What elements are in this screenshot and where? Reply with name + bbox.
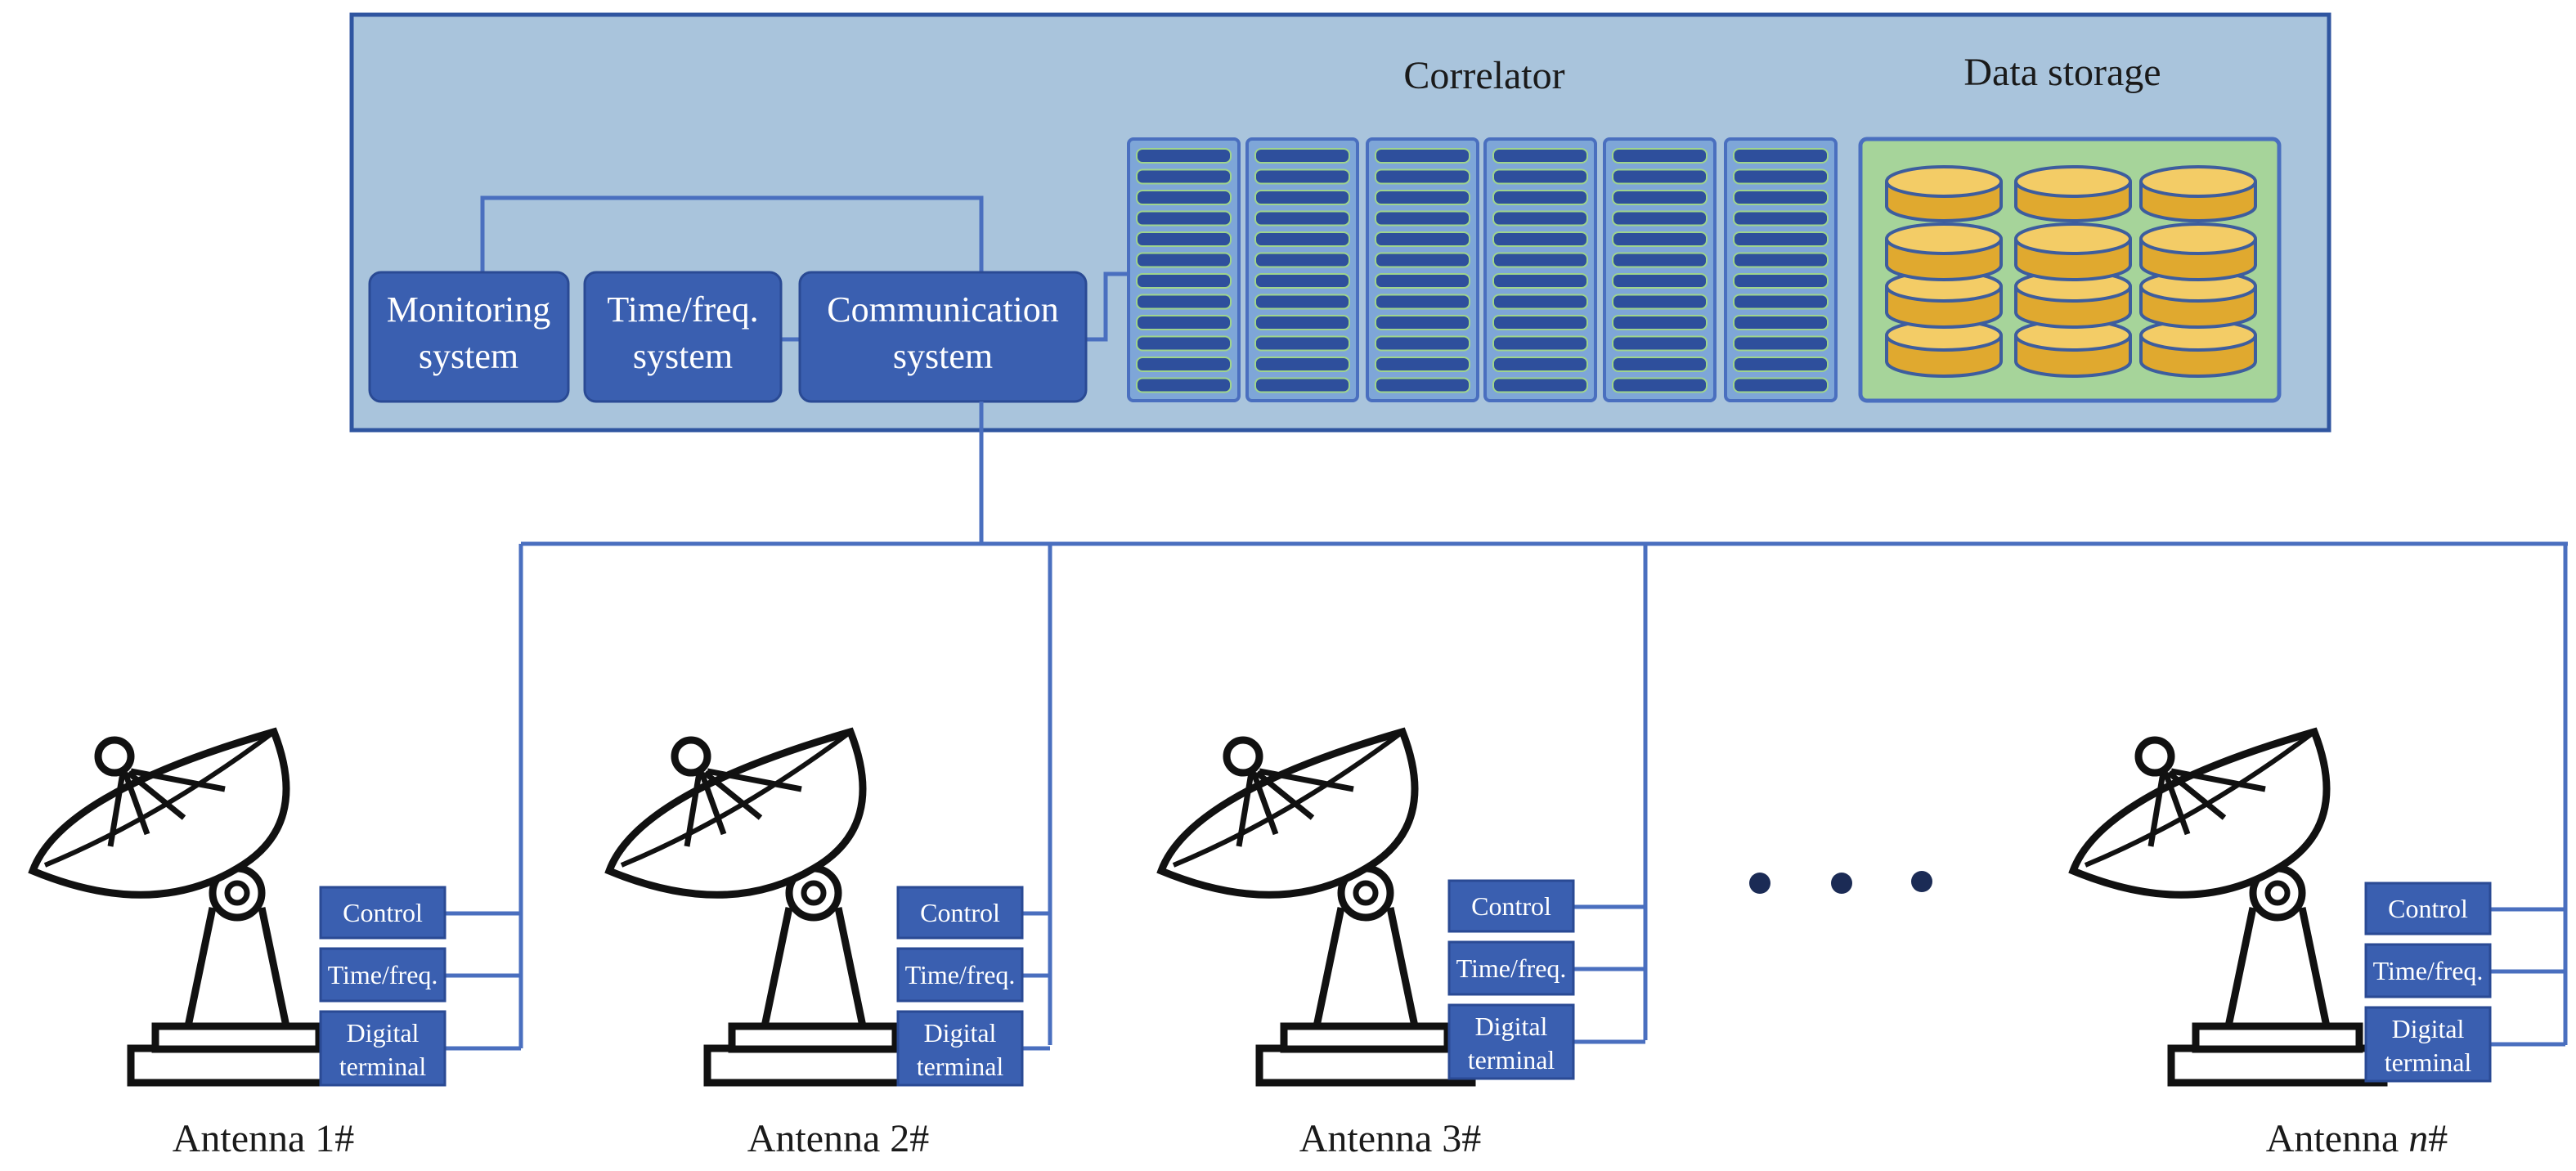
time-freq-module-label: Time/freq. — [2373, 956, 2484, 985]
antenna-label: Antenna 1# — [173, 1117, 355, 1160]
disk-icon — [1885, 222, 2003, 281]
disk-icon — [2014, 222, 2132, 281]
time-freq-module: Time/freq. — [319, 947, 447, 1003]
antenna-label: Antenna 3# — [1299, 1117, 1482, 1160]
control-module: Control — [896, 886, 1024, 940]
time-freq-module: Time/freq. — [1447, 940, 1575, 996]
digital-terminal-module: Digital terminal — [896, 1010, 1024, 1087]
control-module: Control — [2364, 882, 2492, 935]
digital-terminal-module-label-2: terminal — [2385, 1048, 2472, 1077]
control-module-label: Control — [920, 898, 1000, 927]
digital-terminal-module: Digital terminal — [1447, 1003, 1575, 1080]
communication-system-box: Communication system — [798, 271, 1088, 403]
radio-telescope-icon — [2068, 727, 2388, 1087]
digital-terminal-module-label-2: terminal — [339, 1052, 427, 1081]
digital-terminal-module-label-1: Digital — [924, 1018, 997, 1048]
correlator-rack — [1603, 137, 1717, 402]
time-freq-module-label: Time/freq. — [1456, 953, 1567, 983]
control-module: Control — [1447, 879, 1575, 933]
digital-terminal-module-label-2: terminal — [917, 1052, 1004, 1081]
monitoring-system-label-2: system — [419, 336, 518, 376]
radio-telescope-icon — [1156, 727, 1476, 1087]
data-storage-box — [1858, 137, 2282, 403]
time-freq-system-label-2: system — [633, 336, 733, 376]
communication-system-label-1: Communication — [827, 289, 1059, 330]
digital-terminal-module-label-1: Digital — [347, 1018, 420, 1048]
disk-icon — [2014, 319, 2132, 378]
time-freq-module: Time/freq. — [896, 947, 1024, 1003]
disk-icon — [2139, 319, 2257, 378]
control-module: Control — [319, 886, 447, 940]
digital-terminal-module-label-2: terminal — [1468, 1045, 1555, 1075]
central-station-panel: Monitoring system Time/freq. system Comm… — [349, 12, 2331, 433]
communication-system-label-2: system — [893, 336, 993, 376]
correlator-rack — [1245, 137, 1359, 402]
monitoring-system-box: Monitoring system — [368, 271, 570, 403]
correlator-title: Correlator — [1403, 54, 1564, 97]
correlator-rack — [1483, 137, 1597, 402]
correlator-rack — [1366, 137, 1479, 402]
monitoring-system-label-1: Monitoring — [387, 289, 550, 330]
disk-icon — [2139, 165, 2257, 222]
radio-telescope-icon — [604, 727, 924, 1087]
antenna-label: Antenna n# — [2266, 1117, 2448, 1160]
control-module-label: Control — [2388, 894, 2468, 923]
digital-terminal-module: Digital terminal — [2364, 1006, 2492, 1083]
radio-telescope-icon — [28, 727, 348, 1087]
control-module-label: Control — [1471, 891, 1551, 921]
time-freq-system-label-1: Time/freq. — [607, 289, 758, 330]
comm-correlator-link — [1084, 271, 1127, 342]
correlator-racks — [1127, 137, 1838, 402]
time-freq-module-label: Time/freq. — [328, 960, 438, 989]
digital-terminal-module-label-1: Digital — [1475, 1012, 1548, 1041]
digital-terminal-module: Digital terminal — [319, 1010, 447, 1087]
data-storage-title: Data storage — [1963, 51, 2161, 94]
digital-terminal-module-label-1: Digital — [2392, 1014, 2465, 1043]
storage-disks — [1885, 165, 2257, 378]
disk-icon — [2139, 222, 2257, 281]
three-dots-icon — [1749, 871, 1932, 894]
time-freq-module: Time/freq. — [2364, 943, 2492, 998]
network-bus — [518, 402, 2568, 1048]
disk-icon — [1885, 165, 2003, 222]
disk-icon — [2014, 165, 2132, 222]
antenna-label: Antenna 2# — [747, 1117, 930, 1160]
control-module-label: Control — [343, 898, 423, 927]
disk-icon — [1885, 319, 2003, 378]
monitoring-comm-link — [480, 195, 984, 274]
correlator-rack — [1127, 137, 1241, 402]
time-freq-module-label: Time/freq. — [905, 960, 1016, 989]
time-freq-system-box: Time/freq. system — [583, 271, 783, 403]
correlator-rack — [1724, 137, 1838, 402]
